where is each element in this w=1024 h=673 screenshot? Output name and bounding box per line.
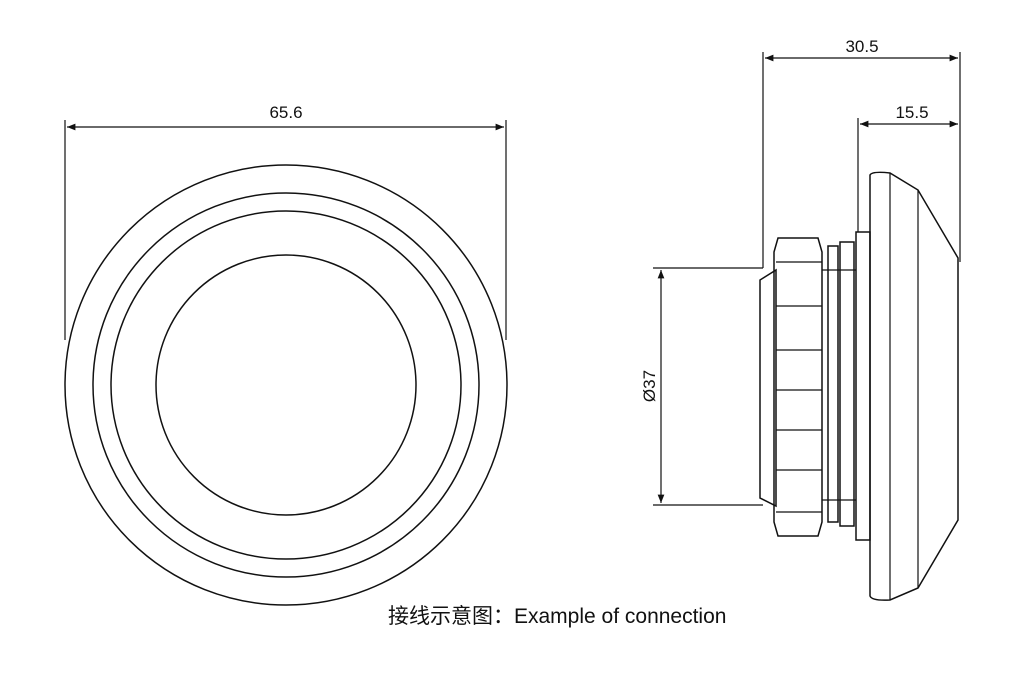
button-face [155, 254, 417, 516]
panel [839, 241, 855, 527]
button-head [869, 171, 959, 601]
front-depth-label: 15.5 [895, 103, 928, 122]
front-view: 65.6 [64, 103, 508, 606]
bezel-flange [855, 231, 871, 541]
total-depth-label: 30.5 [845, 37, 878, 56]
side-view: 30.5 15.5 Ø37 [640, 37, 961, 601]
third-ring [110, 210, 462, 560]
second-ring [92, 192, 480, 578]
outer-ring [64, 164, 508, 606]
width-dimension-label: 65.6 [269, 103, 302, 122]
hex-nut [773, 237, 823, 537]
thread-body [759, 268, 777, 508]
washer [827, 245, 839, 523]
diameter-label: Ø37 [640, 370, 659, 402]
caption: 接线示意图：Example of connection [388, 605, 727, 628]
